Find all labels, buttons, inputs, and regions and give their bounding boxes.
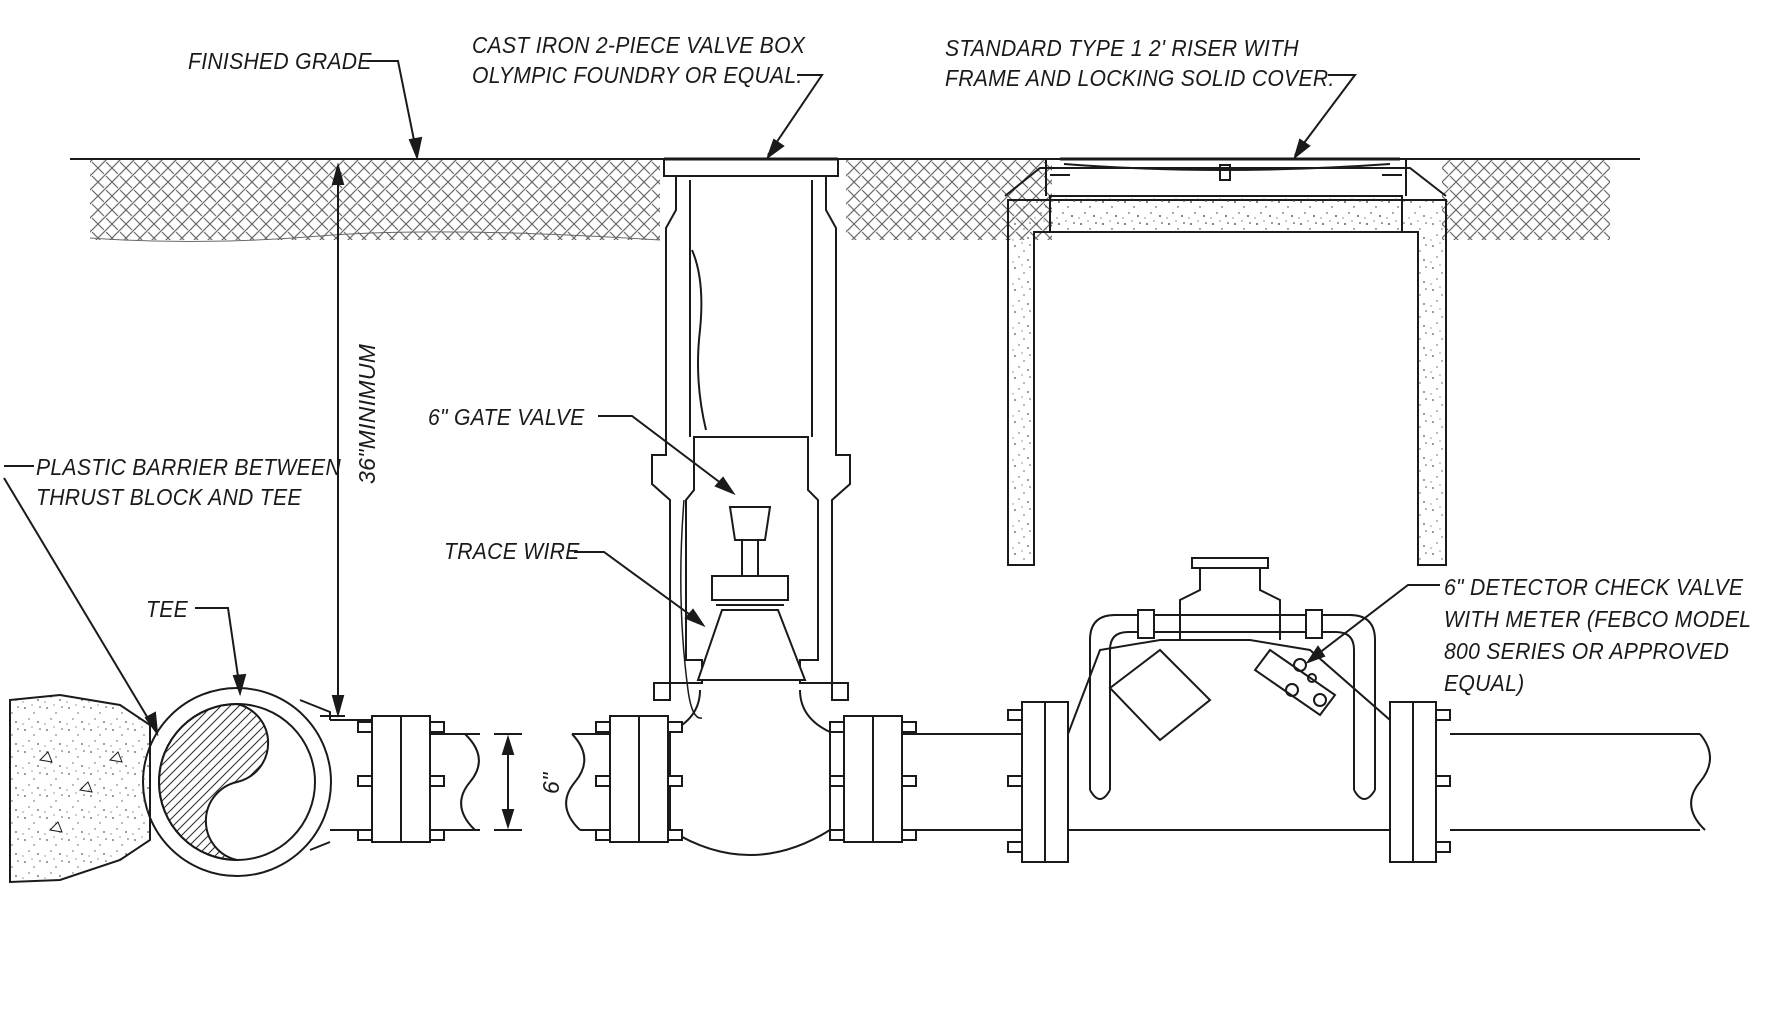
label-riser-line2: FRAME AND LOCKING SOLID COVER. [945, 65, 1335, 91]
label-tee: TEE [146, 596, 188, 622]
label-detector-line4: EQUAL) [1444, 670, 1525, 696]
leader-lines [3, 60, 1440, 737]
label-detector-line3: 800 SERIES OR APPROVED [1444, 638, 1730, 664]
thrust-block [9, 693, 151, 884]
label-detector-line1: 6" DETECTOR CHECK VALVE [1444, 574, 1744, 600]
trace-wire [680, 499, 703, 719]
tee-fitting [142, 687, 332, 877]
label-trace-wire: TRACE WIRE [444, 538, 580, 564]
label-detector-line2: WITH METER (FEBCO MODEL [1444, 606, 1752, 632]
label-finished-grade: FINISHED GRADE [188, 48, 372, 74]
label-riser-line1: STANDARD TYPE 1 2' RISER WITH [945, 35, 1299, 61]
label-valve-box-line2: OLYMPIC FOUNDRY OR EQUAL. [472, 62, 803, 88]
valve-box [651, 157, 851, 701]
detector-check-valve [1067, 557, 1391, 831]
flanges [357, 701, 1451, 863]
gate-valve [669, 506, 831, 856]
dimension-36-minimum [320, 162, 345, 718]
label-valve-box-line1: CAST IRON 2-PIECE VALVE BOX [472, 32, 806, 58]
label-36-minimum: 36"MINIMUM [354, 343, 380, 484]
label-pipe-size: 6" [538, 772, 564, 794]
label-barrier-line1: PLASTIC BARRIER BETWEEN [36, 454, 342, 480]
riser-structure [1004, 157, 1447, 566]
label-barrier-line2: THRUST BLOCK AND TEE [36, 484, 302, 510]
dimension-6-inch [494, 733, 522, 831]
label-gate-valve: 6" GATE VALVE [428, 404, 585, 430]
